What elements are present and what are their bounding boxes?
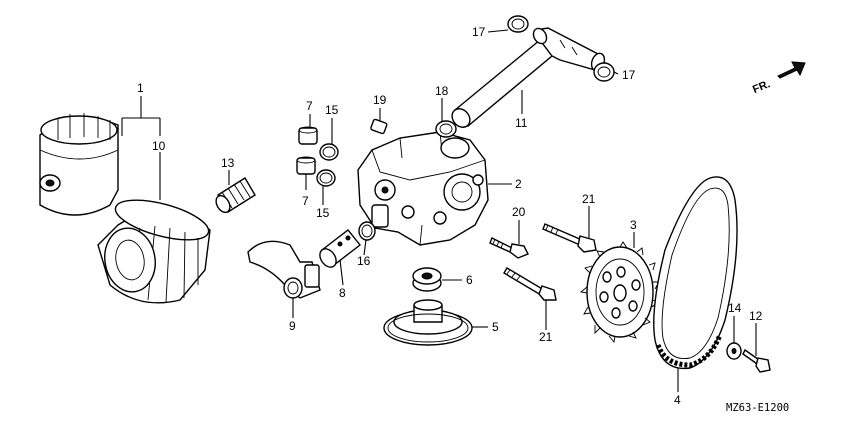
- callout-5: 5: [492, 320, 499, 334]
- o-ring-lower-part: [316, 169, 336, 187]
- driven-sprocket-part: [579, 241, 660, 344]
- dowel-pin-lower-part: [296, 156, 316, 175]
- oil-filter-cartridge-part: [97, 199, 211, 304]
- callout-17-lower: 17: [622, 68, 636, 82]
- callout-1: 1: [137, 81, 144, 95]
- callout-labels: 1 10 13 7 15 7 15 19 18 17 17 11 2 16 8 …: [137, 25, 789, 414]
- o-ring-pipe-part: [435, 120, 457, 138]
- callout-4: 4: [674, 393, 681, 407]
- shaft-seal-part: [412, 267, 442, 292]
- joint-collar-part: [319, 229, 361, 268]
- leader-lines: [121, 29, 757, 392]
- o-ring-upper-part: [319, 143, 339, 161]
- callout-21-upper: 21: [582, 192, 596, 206]
- flange-bolt-21-lower-part: [503, 267, 557, 301]
- drive-chain-part: [653, 176, 738, 370]
- front-direction-label: FR.: [751, 78, 772, 96]
- callout-15-lower: 15: [316, 206, 330, 220]
- callout-10: 10: [152, 139, 166, 153]
- sprocket-bolt-part: [742, 348, 771, 373]
- front-direction-indicator: [777, 61, 806, 79]
- callout-18: 18: [435, 84, 449, 98]
- washer-part: [726, 342, 742, 360]
- diagram-code: MZ63-E1200: [726, 402, 789, 414]
- callout-21-lower: 21: [539, 330, 553, 344]
- flange-bolt-20-part: [489, 237, 529, 259]
- pipe-seal-lower-part: [593, 62, 615, 82]
- callout-9: 9: [289, 319, 296, 333]
- callout-17-upper: 17: [472, 25, 486, 39]
- callout-14: 14: [728, 301, 742, 315]
- oil-pipe-part: [451, 27, 606, 128]
- o-ring-joint-part: [358, 221, 376, 241]
- callout-19: 19: [373, 93, 387, 107]
- callout-13: 13: [221, 156, 235, 170]
- callout-12: 12: [749, 309, 763, 323]
- callout-2: 2: [515, 177, 522, 191]
- small-dowel-part: [370, 118, 388, 135]
- flange-bolt-21-upper-part: [542, 223, 597, 253]
- callout-7-upper: 7: [306, 99, 313, 113]
- callout-16: 16: [357, 254, 371, 268]
- pump-rotor-part: [383, 299, 473, 346]
- callout-20: 20: [512, 205, 526, 219]
- callout-8: 8: [339, 286, 346, 300]
- callout-6: 6: [466, 273, 473, 287]
- callout-7-lower: 7: [302, 194, 309, 208]
- oil-filter-cover-part: [39, 113, 119, 216]
- oil-strainer-part: [247, 240, 321, 299]
- pipe-seal-upper-part: [507, 15, 529, 33]
- threaded-stud-part: [215, 177, 256, 214]
- dowel-pin-upper-part: [298, 126, 318, 145]
- callout-3: 3: [630, 218, 637, 232]
- callout-15-upper: 15: [325, 103, 339, 117]
- callout-11: 11: [515, 116, 528, 130]
- oil-pump-assembly-part: [357, 131, 489, 246]
